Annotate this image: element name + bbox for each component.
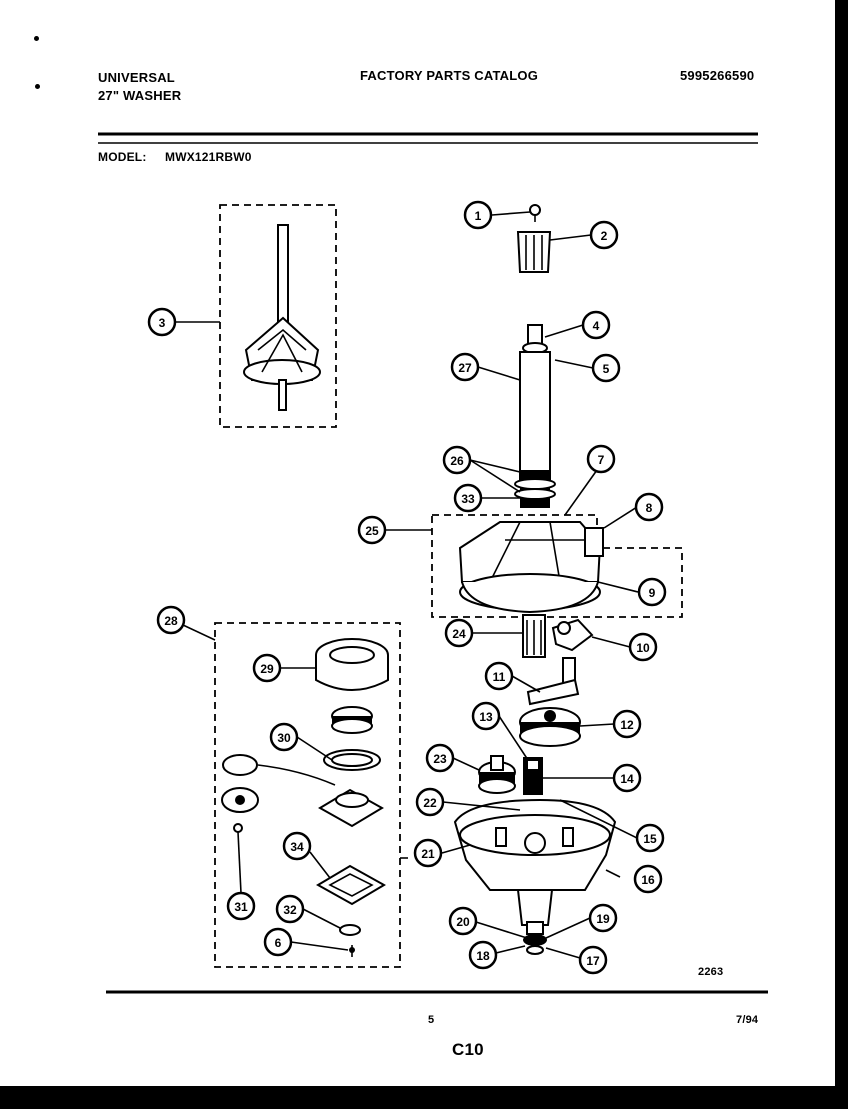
callout-28: 28 — [156, 605, 186, 635]
svg-text:3: 3 — [159, 316, 166, 330]
svg-text:19: 19 — [596, 912, 610, 926]
callout-21: 21 — [413, 838, 443, 868]
callout-5: 5 — [591, 353, 621, 383]
callout-27: 27 — [450, 352, 480, 382]
part-screw-and-cap — [516, 204, 552, 273]
svg-text:24: 24 — [452, 627, 466, 641]
callout-9: 9 — [637, 577, 667, 607]
svg-text:18: 18 — [476, 949, 490, 963]
svg-text:1: 1 — [475, 209, 482, 223]
svg-text:8: 8 — [646, 501, 653, 515]
scan-speck — [34, 36, 39, 41]
callout-15: 15 — [635, 823, 665, 853]
callout-33: 33 — [453, 483, 483, 513]
callout-24: 24 — [444, 618, 474, 648]
svg-text:7: 7 — [598, 453, 605, 467]
svg-text:16: 16 — [641, 873, 655, 887]
part-drive-shaft — [514, 324, 556, 508]
svg-text:23: 23 — [433, 752, 447, 766]
model-value: MWX121RBW0 — [165, 150, 252, 164]
model-label: MODEL: — [98, 150, 147, 164]
svg-text:20: 20 — [456, 915, 470, 929]
callout-14: 14 — [612, 763, 642, 793]
scan-speck — [35, 84, 40, 89]
group-box-25 — [431, 514, 683, 618]
svg-text:33: 33 — [461, 492, 475, 506]
leader-lines — [175, 211, 639, 959]
svg-text:29: 29 — [260, 662, 274, 676]
part-seal-kit — [221, 638, 389, 957]
svg-text:32: 32 — [283, 903, 297, 917]
callout-2: 2 — [589, 220, 619, 250]
svg-text:2: 2 — [601, 229, 608, 243]
callout-3: 3 — [147, 307, 177, 337]
catalog-number: 5995266590 — [680, 68, 755, 83]
svg-text:21: 21 — [421, 847, 435, 861]
part-transmission-cover — [458, 521, 604, 614]
svg-text:6: 6 — [275, 936, 282, 950]
part-gear-12 — [519, 707, 581, 747]
svg-text:30: 30 — [277, 731, 291, 745]
callout-20: 20 — [448, 906, 478, 936]
part-pinion-and-shifter — [522, 614, 594, 658]
exploded-parts-diagram: 1 2 3 4 5 27 26 7 33 8 25 9 28 24 10 29 … — [98, 132, 768, 994]
part-crank — [526, 657, 580, 706]
svg-text:13: 13 — [479, 710, 493, 724]
catalog-title: FACTORY PARTS CATALOG — [360, 68, 539, 83]
svg-text:15: 15 — [643, 832, 657, 846]
callout-16: 16 — [633, 864, 663, 894]
callout-1: 1 — [463, 200, 493, 230]
callout-26: 26 — [442, 445, 472, 475]
callout-29: 29 — [252, 653, 282, 683]
svg-text:17: 17 — [586, 954, 600, 968]
svg-text:31: 31 — [234, 900, 248, 914]
svg-text:26: 26 — [450, 454, 464, 468]
svg-text:10: 10 — [636, 641, 650, 655]
callout-19: 19 — [588, 903, 618, 933]
group-box-3 — [219, 204, 337, 428]
callout-30: 30 — [269, 722, 299, 752]
callout-32: 32 — [275, 894, 305, 924]
callout-10: 10 — [628, 632, 658, 662]
callout-12: 12 — [612, 709, 642, 739]
callout-23: 23 — [425, 743, 455, 773]
callout-22: 22 — [415, 787, 445, 817]
svg-text:11: 11 — [493, 670, 506, 684]
svg-text:5: 5 — [603, 362, 610, 376]
section-code: C10 — [452, 1040, 484, 1059]
part-pinion-14 — [523, 757, 543, 795]
part-gear-23 — [478, 755, 516, 794]
catalog-page: UNIVERSAL 27" WASHER FACTORY PARTS CATAL… — [0, 0, 835, 1086]
callout-8: 8 — [634, 492, 664, 522]
callout-17: 17 — [578, 945, 608, 975]
svg-text:14: 14 — [620, 772, 634, 786]
callout-34: 34 — [282, 831, 312, 861]
drawing-number: 2263 — [698, 966, 724, 978]
product-name: 27" WASHER — [98, 88, 182, 103]
part-gearcase — [453, 798, 617, 926]
svg-text:9: 9 — [649, 586, 656, 600]
svg-text:4: 4 — [593, 319, 600, 333]
svg-text:12: 12 — [620, 718, 634, 732]
part-agitator-assembly — [243, 224, 321, 411]
callout-31: 31 — [226, 891, 256, 921]
callout-6: 6 — [263, 927, 293, 957]
svg-text:28: 28 — [164, 614, 178, 628]
svg-text:27: 27 — [458, 361, 472, 375]
part-bottom-pulley — [523, 921, 547, 955]
callout-11: 11 — [484, 661, 514, 691]
brand-name: UNIVERSAL — [98, 70, 175, 85]
callout-25: 25 — [357, 515, 387, 545]
page-number: 5 — [428, 1014, 435, 1026]
callout-7: 7 — [586, 444, 616, 474]
svg-text:25: 25 — [365, 524, 379, 538]
callout-13: 13 — [471, 701, 501, 731]
svg-text:22: 22 — [423, 796, 437, 810]
callout-18: 18 — [468, 940, 498, 970]
revision-date: 7/94 — [736, 1014, 759, 1026]
callout-4: 4 — [581, 310, 611, 340]
svg-text:34: 34 — [290, 840, 304, 854]
